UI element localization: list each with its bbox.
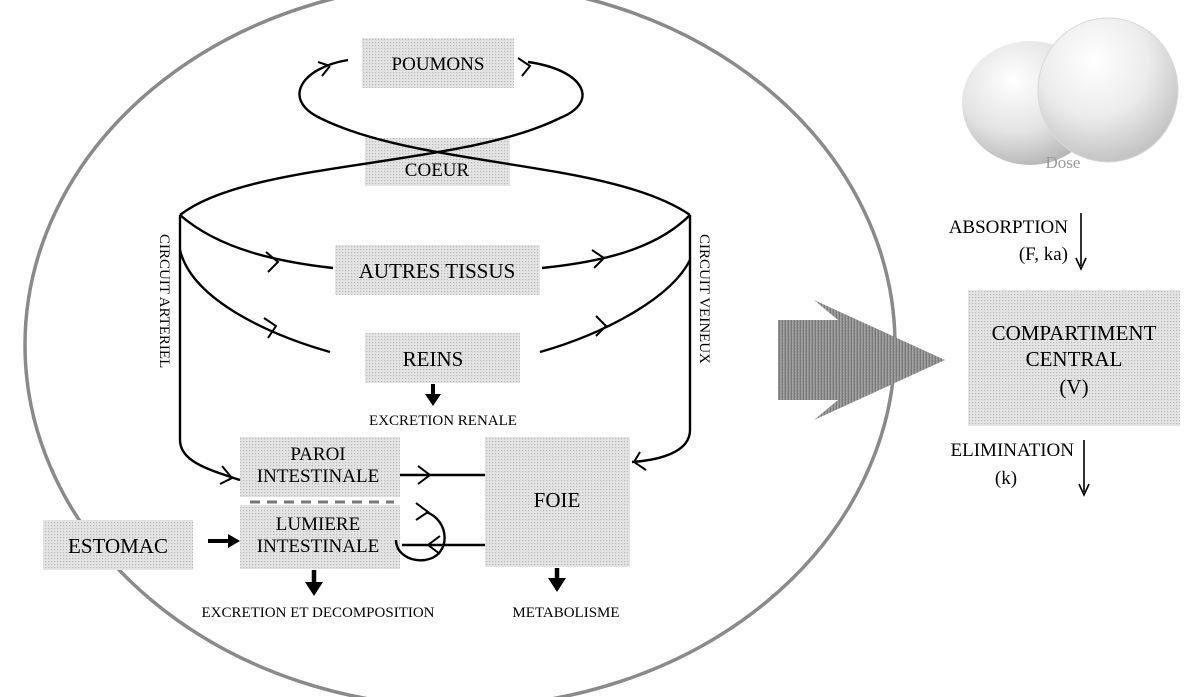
absorption-params-label: (F, ka)	[1019, 244, 1068, 265]
central-compartment-label-2: CENTRAL	[1026, 347, 1123, 371]
chevron-liver-lumen	[426, 535, 441, 555]
venous-circuit-label: CIRCUIT VEINEUX	[696, 234, 712, 364]
lung-heart-loop	[298, 58, 691, 216]
kidneys-to-vein	[539, 259, 692, 354]
kidneys-label: REINS	[403, 347, 464, 371]
kidneys-box	[365, 333, 520, 383]
heart-lung-loop	[179, 60, 584, 216]
artery-to-kidneys	[178, 249, 331, 354]
lungs-box	[362, 38, 514, 88]
venous-circuit-line	[631, 215, 692, 464]
intestinal-wall-box	[240, 437, 400, 497]
chevron-lung-out	[517, 57, 532, 77]
arterial-circuit-label: CIRCUIT ARTERIEL	[156, 234, 172, 368]
intestinal-lumen-label-1: LUMIERE	[276, 514, 360, 535]
renal-excretion-label: EXCRETION RENALE	[369, 413, 517, 429]
intestinal-lumen-box	[240, 505, 400, 569]
lumen-excretion-arrowhead	[305, 582, 323, 596]
cycle-arrowhead	[415, 502, 430, 521]
chevron-kidneys-out	[595, 315, 608, 337]
other-tissues-label: AUTRES TISSUS	[359, 259, 516, 283]
intestinal-wall-label-1: PAROI	[290, 444, 345, 465]
intestinal-wall-label-2: INTESTINALE	[257, 466, 379, 487]
renal-excretion-arrowhead	[425, 394, 441, 406]
chevron-lung-in	[317, 61, 331, 77]
central-compartment-label-1: COMPARTIMENT	[992, 321, 1157, 345]
elimination-params-label: (k)	[995, 468, 1017, 489]
elimination-label: ELIMINATION	[951, 440, 1075, 461]
absorption-arrowhead	[1075, 257, 1087, 271]
other-tissues-box	[335, 245, 540, 295]
chevron-artery-wall	[219, 465, 234, 485]
elimination-arrowhead	[1078, 483, 1090, 497]
lungs-label: POUMONS	[392, 54, 485, 75]
tissues-to-vein	[541, 214, 691, 270]
chevron-kidneys-in	[263, 317, 278, 339]
artery-to-tissues	[179, 214, 334, 270]
liver-label: FOIE	[534, 488, 581, 512]
stomach-box	[43, 520, 193, 570]
chevron-tissues-in	[265, 251, 280, 273]
heart-box	[365, 138, 510, 186]
metabolism-label: METABOLISME	[512, 605, 619, 621]
arterial-circuit-line	[178, 215, 241, 482]
stomach-to-lumen-arrowhead	[228, 534, 240, 548]
liver-box	[485, 437, 630, 567]
dose-label: Dose	[1046, 153, 1081, 172]
heart-label: COEUR	[405, 160, 470, 181]
absorption-label: ABSORPTION	[949, 217, 1069, 238]
dose-pills-image	[962, 17, 1179, 165]
intestinal-lumen-label-2: INTESTINALE	[257, 536, 379, 557]
chevron-tissues-out	[591, 249, 606, 269]
enterohepatic-cycle-arrow	[394, 510, 446, 562]
stomach-label: ESTOMAC	[68, 534, 168, 558]
excretion-decomposition-label: EXCRETION ET DECOMPOSITION	[201, 605, 434, 621]
chevron-vein-liver	[632, 451, 647, 471]
liver-metabolism-arrowhead	[548, 578, 566, 592]
model-transition-arrow	[778, 300, 945, 420]
central-compartment-label-3: (V)	[1059, 375, 1088, 399]
central-compartment-box	[968, 290, 1180, 426]
chevron-wall-liver	[417, 465, 432, 485]
